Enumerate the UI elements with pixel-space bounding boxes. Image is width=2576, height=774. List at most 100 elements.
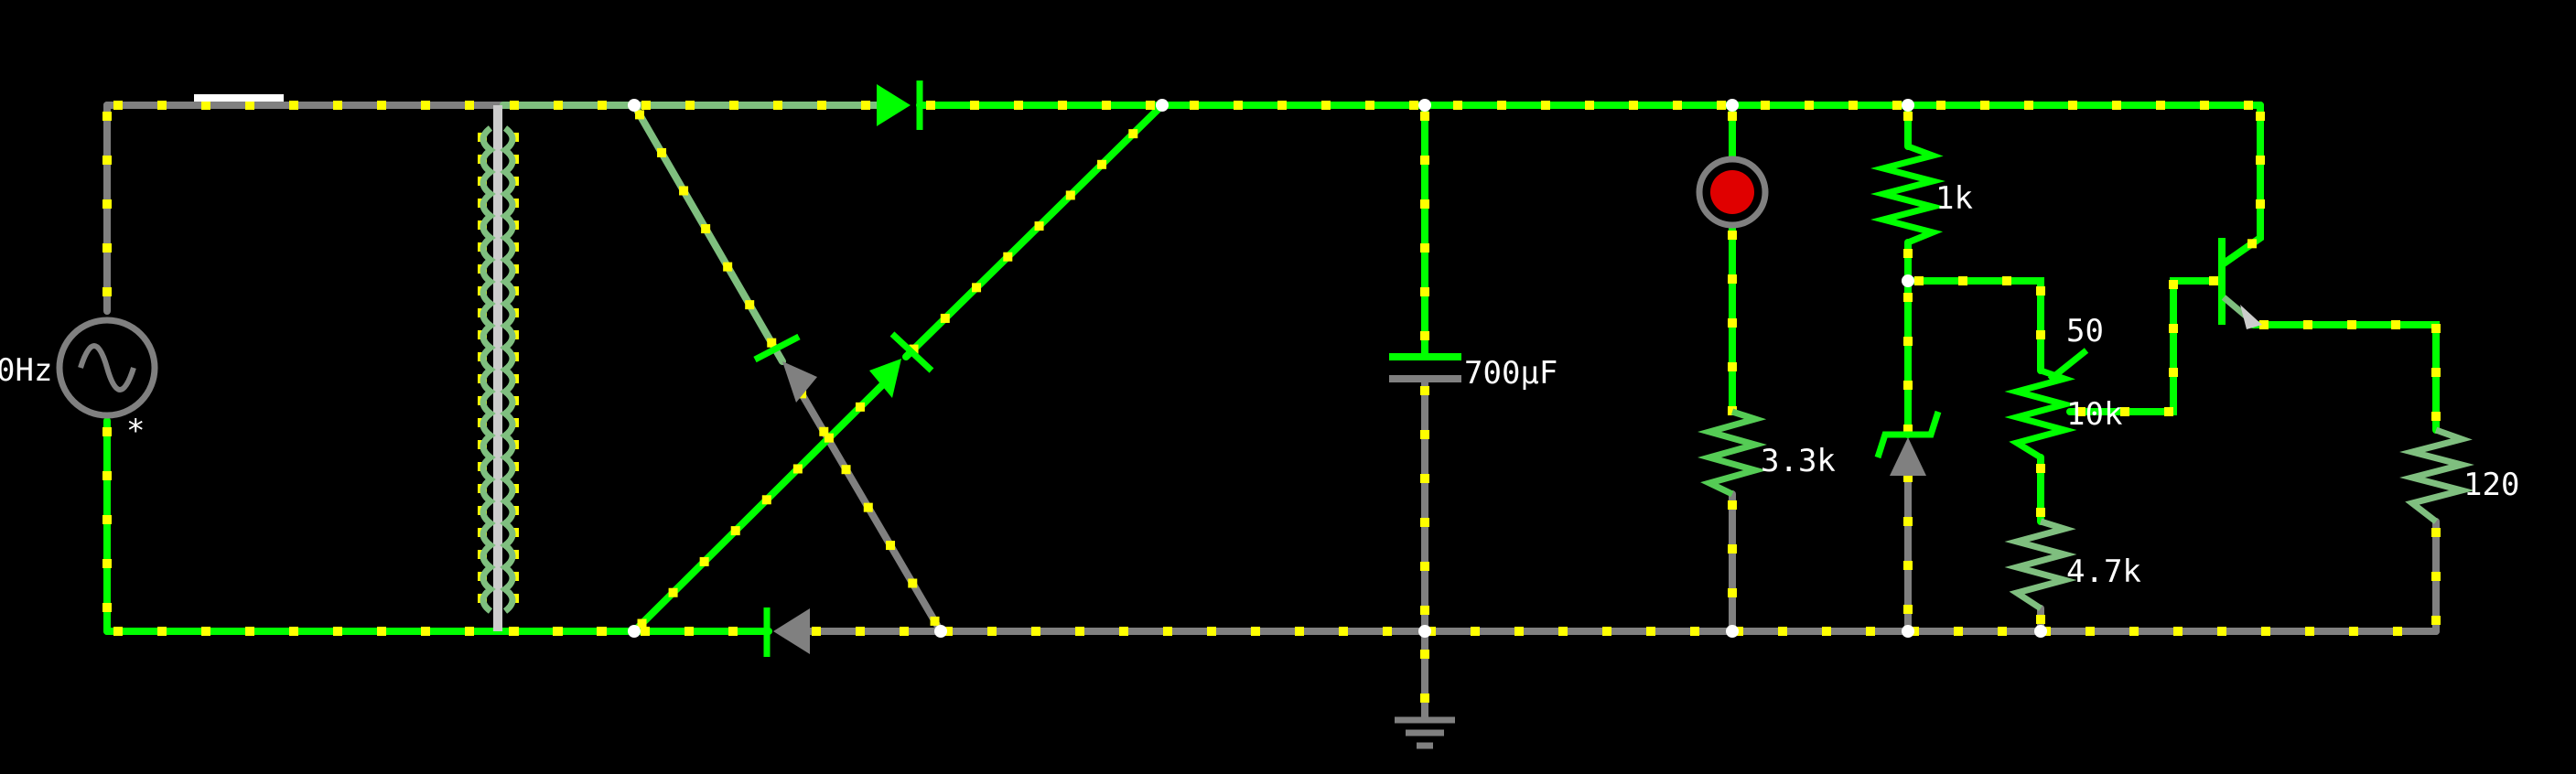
current-dot xyxy=(1602,627,1611,636)
current-dot xyxy=(1163,627,1172,636)
current-dot xyxy=(637,618,647,629)
junction-node[interactable] xyxy=(1902,625,1914,638)
current-dot xyxy=(157,101,167,110)
diode-icon xyxy=(773,608,810,654)
junction-node[interactable] xyxy=(1902,99,1914,112)
current-dot xyxy=(2169,280,2178,289)
current-dot xyxy=(1420,243,1429,253)
current-dot xyxy=(767,338,777,348)
current-dot xyxy=(2256,199,2265,209)
current-dot xyxy=(1420,606,1429,615)
transistor-arrow-icon xyxy=(2240,305,2262,329)
junction-node[interactable] xyxy=(1902,274,1914,287)
junction-node[interactable] xyxy=(628,99,641,112)
current-dot xyxy=(1778,627,1787,636)
current-dot xyxy=(824,433,834,443)
current-dot xyxy=(2256,156,2265,165)
current-dot xyxy=(1558,627,1568,636)
current-dot xyxy=(2259,320,2269,329)
diode-bridge-left[interactable] xyxy=(753,333,817,403)
wire-pot-top[interactable] xyxy=(1904,277,2044,374)
current-dot xyxy=(102,515,113,524)
current-dot xyxy=(245,101,254,110)
junction-node[interactable] xyxy=(1418,99,1431,112)
transformer[interactable] xyxy=(480,105,516,631)
current-dot xyxy=(761,495,771,505)
diode-icon xyxy=(877,84,911,126)
resistor-icon xyxy=(1698,408,1767,498)
current-dot xyxy=(421,627,430,636)
current-dot xyxy=(1497,101,1506,110)
current-dot xyxy=(2036,464,2045,473)
wire-emitter[interactable] xyxy=(2249,321,2440,434)
junction-node[interactable] xyxy=(934,625,947,638)
current-dot xyxy=(940,313,950,323)
current-dot xyxy=(1119,627,1128,636)
current-dot xyxy=(102,559,112,568)
current-dot xyxy=(1728,274,1737,284)
current-dot xyxy=(333,101,342,110)
current-dot xyxy=(1903,293,1913,302)
diode-bridge-right[interactable] xyxy=(869,331,934,398)
current-dot xyxy=(102,471,113,480)
current-dot xyxy=(1128,129,1138,139)
current-dot xyxy=(861,101,870,110)
current-dot xyxy=(113,101,123,110)
resistor-1k[interactable]: 1k xyxy=(1870,143,1973,246)
npn-transistor[interactable] xyxy=(2218,238,2262,329)
current-dot xyxy=(886,541,896,551)
current-dot xyxy=(668,587,678,597)
diode-icon xyxy=(782,361,817,403)
resistor-4.7k[interactable]: 4.7k xyxy=(2004,518,2141,611)
current-dot xyxy=(2431,572,2441,581)
wire-collector[interactable] xyxy=(2220,102,2264,267)
current-dot xyxy=(792,464,803,474)
current-dot xyxy=(1420,156,1429,165)
current-dot xyxy=(1277,101,1287,110)
current-dot xyxy=(1903,249,1913,258)
current-dot xyxy=(1980,101,1989,110)
diode-top[interactable] xyxy=(877,81,923,130)
current-dot xyxy=(1728,588,1737,597)
current-dot xyxy=(1207,627,1216,636)
current-dot xyxy=(1958,276,1967,285)
junction-node[interactable] xyxy=(1156,99,1169,112)
wiper-arrow-icon[interactable] xyxy=(2047,348,2089,382)
current-dot xyxy=(2431,324,2441,333)
junction-node[interactable] xyxy=(1726,625,1739,638)
current-dot xyxy=(2347,320,2356,329)
current-dot xyxy=(2002,276,2011,285)
current-dot xyxy=(657,147,667,157)
current-dot xyxy=(2431,368,2441,377)
current-dot xyxy=(1058,101,1067,110)
current-dot xyxy=(1420,287,1429,296)
current-dot xyxy=(856,627,865,636)
lamp[interactable] xyxy=(1696,156,1769,229)
current-dot xyxy=(2244,101,2253,110)
junction-node[interactable] xyxy=(1726,99,1739,112)
current-dot xyxy=(1420,199,1429,209)
lamp-icon xyxy=(1710,170,1754,214)
transformer-secondary-coil-icon xyxy=(500,125,516,614)
resistor-3.3k[interactable]: 3.3k xyxy=(1698,408,1836,498)
current-dot xyxy=(377,101,386,110)
current-dot xyxy=(730,526,740,536)
current-dot xyxy=(201,101,210,110)
junction-node[interactable] xyxy=(1418,625,1431,638)
junction-node[interactable] xyxy=(628,625,641,638)
current-dot xyxy=(245,627,254,636)
current-dot xyxy=(102,199,113,209)
potentiometer[interactable]: 50 10k xyxy=(2004,313,2122,460)
current-dot xyxy=(1420,562,1429,571)
capacitor[interactable]: 700µF xyxy=(1389,353,1557,392)
current-dot xyxy=(1383,627,1392,636)
ac-source[interactable]: 0Hz * xyxy=(0,317,158,449)
zener-icon xyxy=(1890,437,1926,476)
zener-diode[interactable] xyxy=(1874,410,1942,476)
current-dot xyxy=(377,627,386,636)
resistor-120[interactable]: 120 xyxy=(2399,426,2519,524)
diode-bottom[interactable] xyxy=(763,607,810,657)
current-dot xyxy=(1471,627,1480,636)
r-led-label: 3.3k xyxy=(1761,443,1836,479)
junction-node[interactable] xyxy=(2034,625,2047,638)
